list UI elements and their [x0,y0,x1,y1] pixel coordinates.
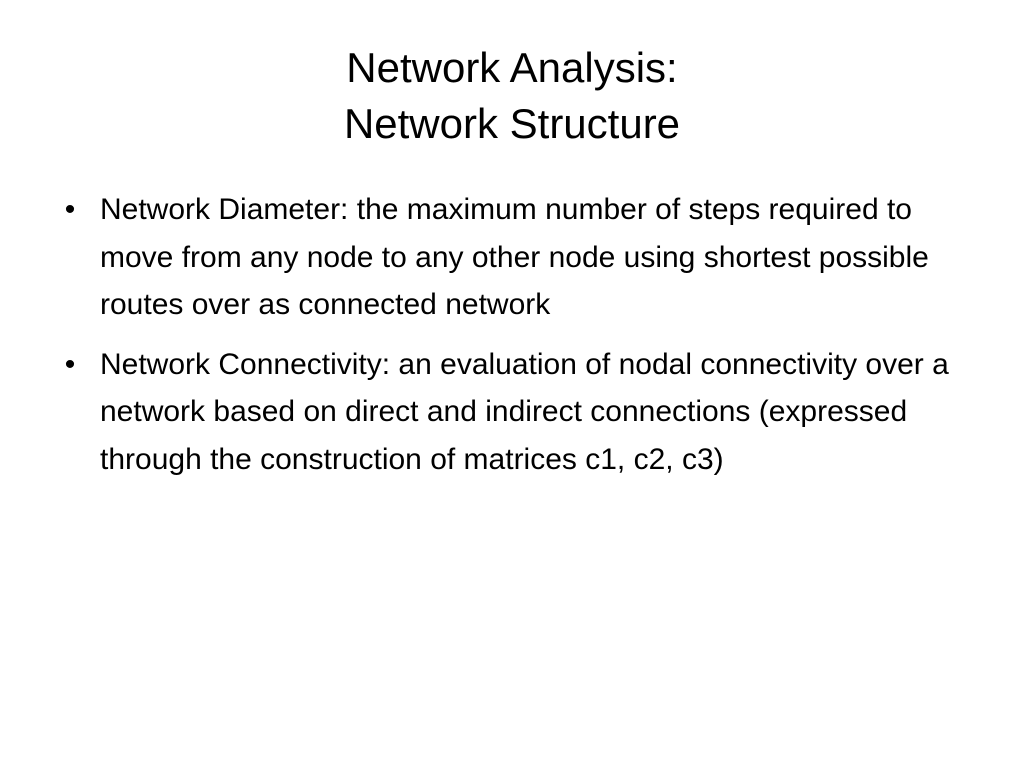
bullet-network-connectivity: • Network Connectivity: an evaluation of… [58,341,958,484]
bullet-text: Network Diameter: the maximum number of … [100,193,929,321]
title-line-1: Network Analysis: [346,44,678,91]
title-line-2: Network Structure [343,100,681,147]
bullet-icon: • [64,193,76,226]
bullet-list: • Network Diameter: the maximum number o… [58,186,958,495]
bullet-text: Network Connectivity: an evaluation of n… [100,347,949,476]
slide-title: Network Analysis: Network Structure [60,40,964,152]
bullet-icon: • [64,347,76,381]
bullet-network-diameter: • Network Diameter: the maximum number o… [58,186,958,329]
